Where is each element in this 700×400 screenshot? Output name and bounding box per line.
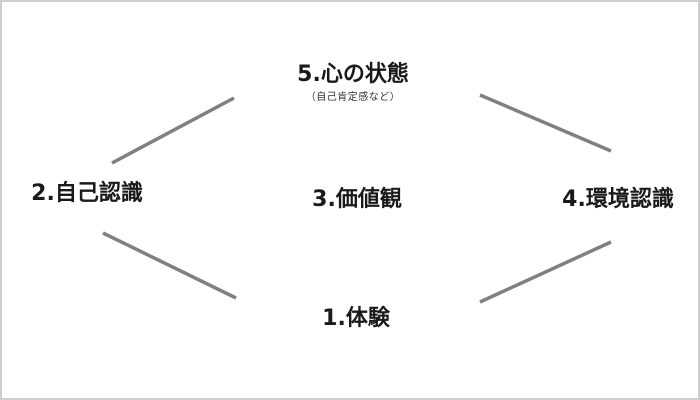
node-environment-awareness-title: 4.環境認識: [562, 187, 674, 212]
node-self-awareness: 2.自己認識: [12, 181, 162, 207]
node-experience-title: 1.体験: [322, 306, 390, 331]
node-experience: 1.体験: [281, 306, 431, 332]
node-mind-state-title: 5.心の状態: [297, 62, 409, 87]
node-values: 3.価値観: [282, 187, 432, 213]
connector-experience-to-envawareness: [479, 240, 612, 304]
node-self-awareness-title: 2.自己認識: [31, 181, 143, 206]
connector-mindstate-to-envawareness: [479, 93, 612, 153]
connector-selfawareness-to-mindstate: [111, 96, 235, 165]
node-environment-awareness: 4.環境認識: [540, 187, 696, 213]
connector-selfawareness-to-experience: [102, 231, 237, 300]
node-values-title: 3.価値観: [312, 187, 402, 212]
node-mind-state-subtitle: （自己肯定感など）: [305, 92, 401, 104]
node-mind-state: 5.心の状態 （自己肯定感など）: [278, 62, 428, 104]
